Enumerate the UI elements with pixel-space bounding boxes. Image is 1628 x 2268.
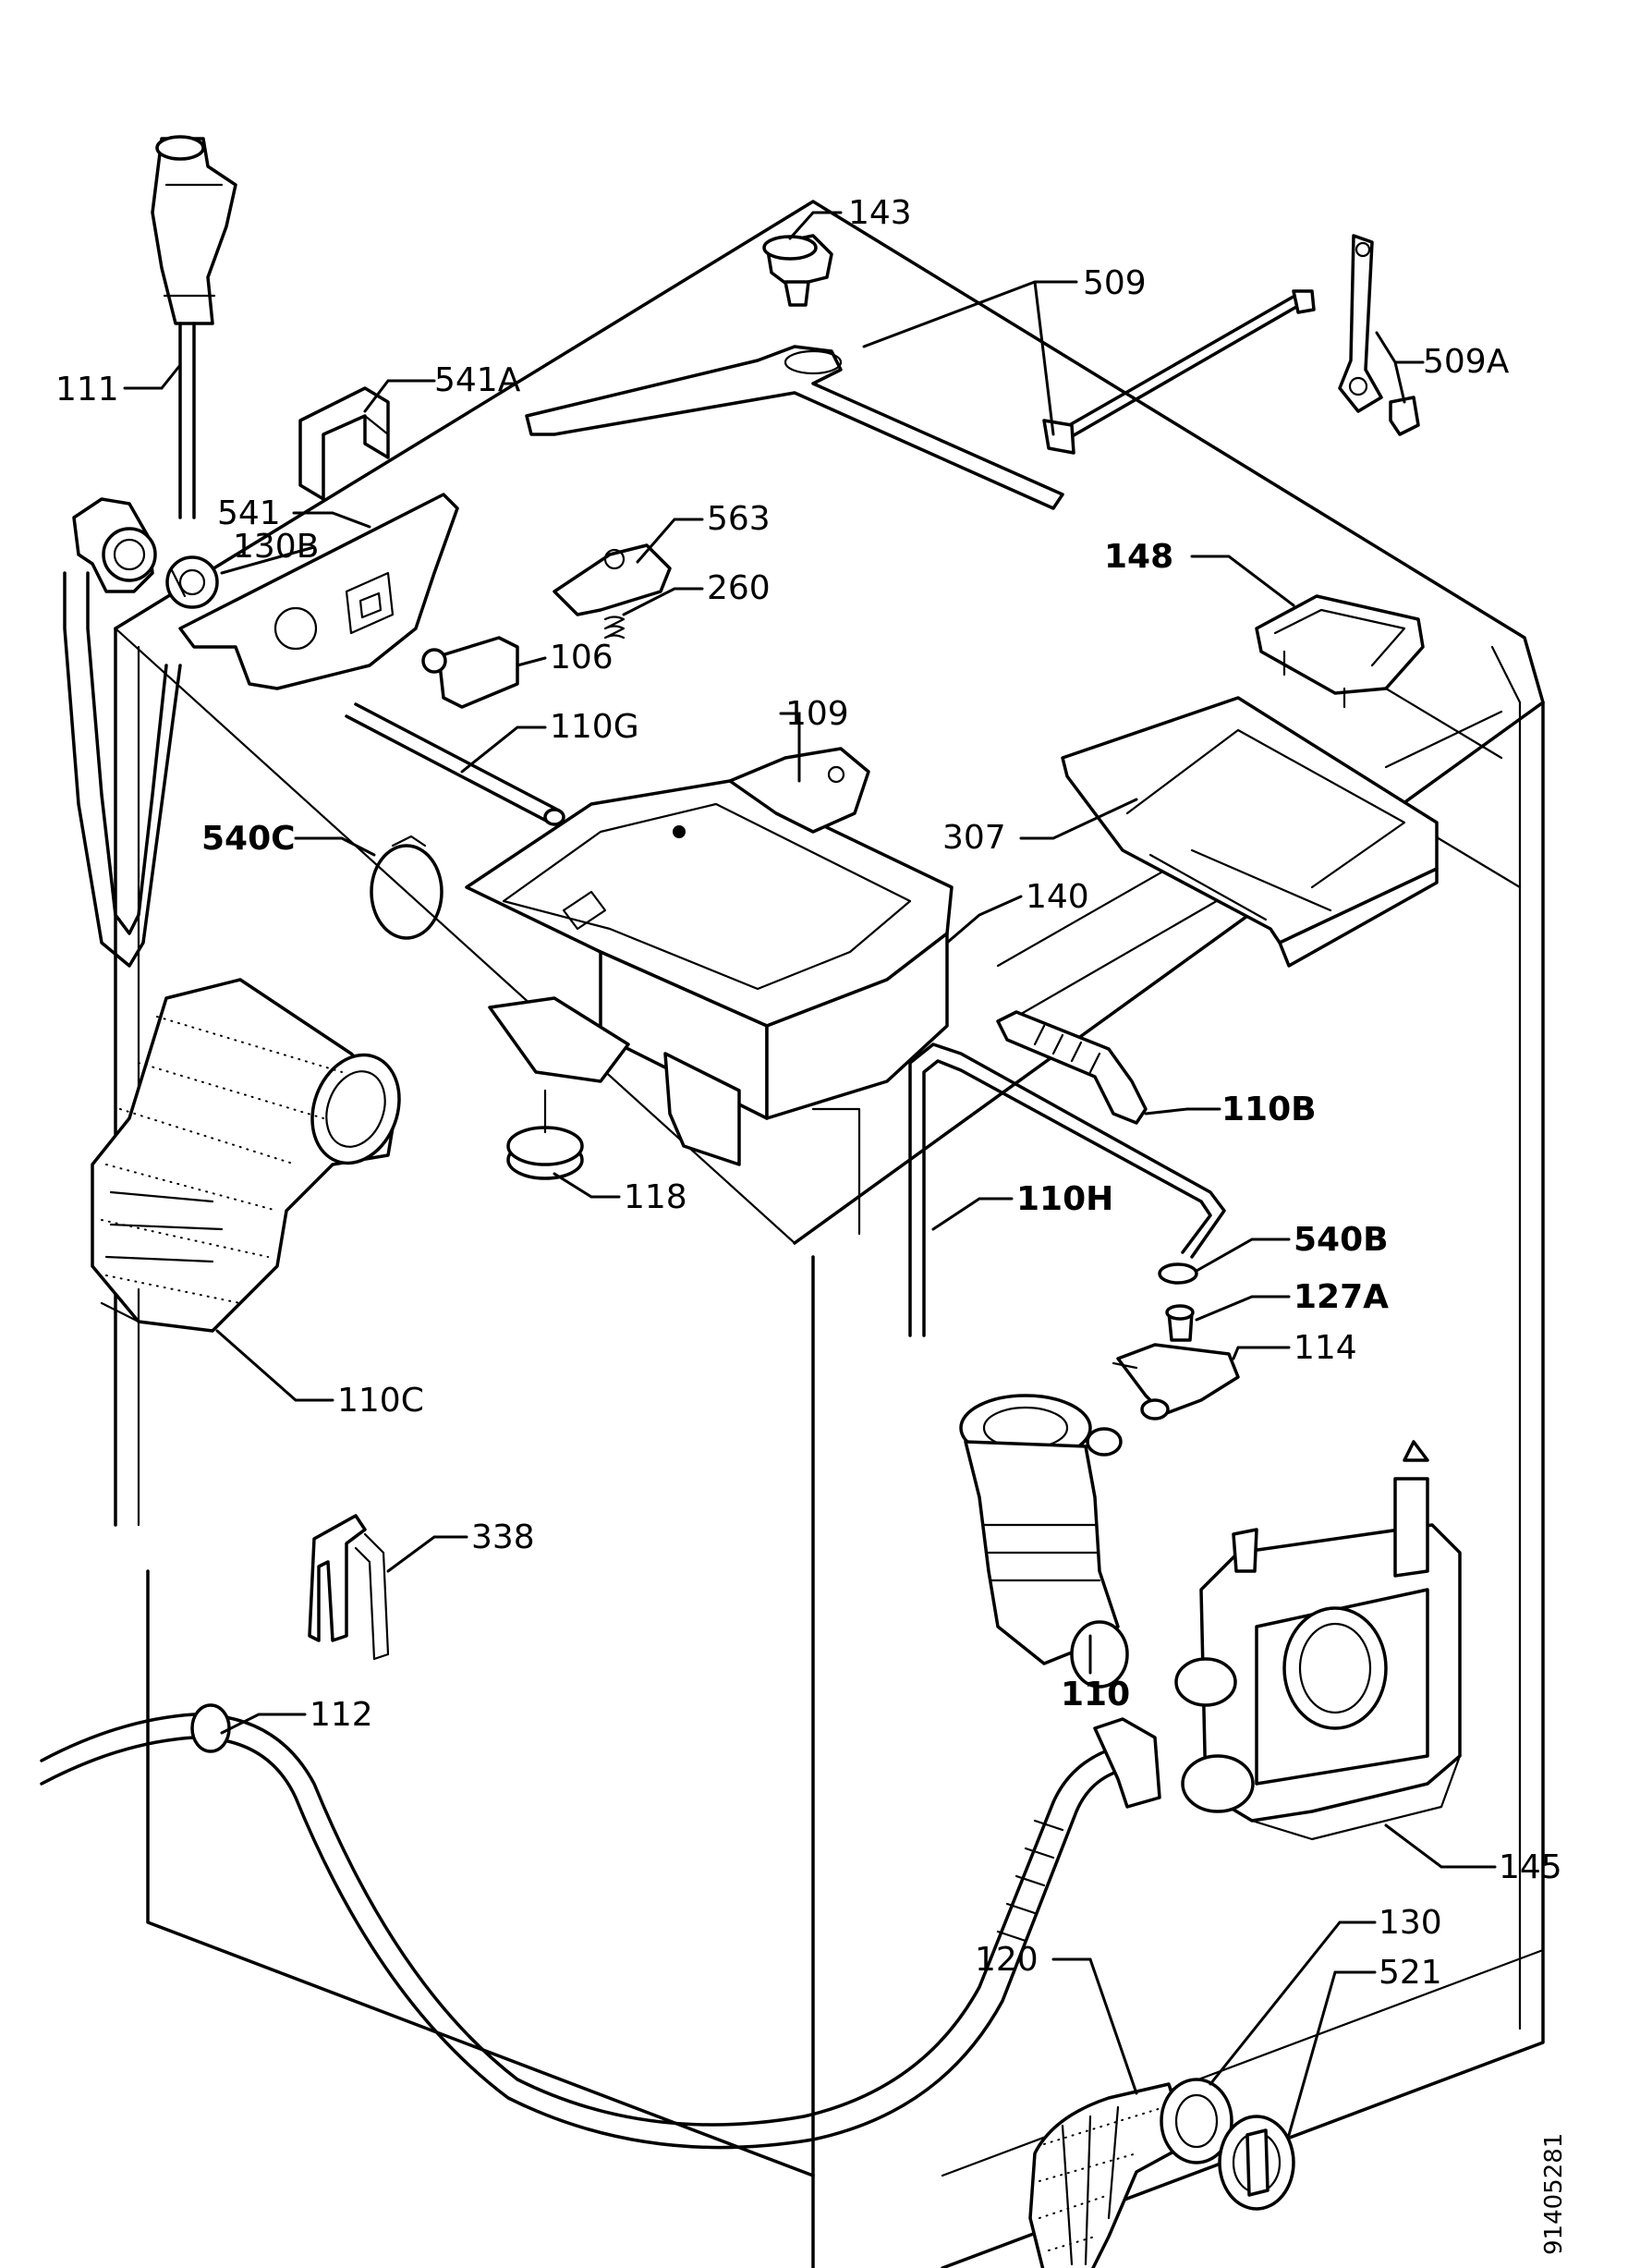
drain-hose-112 [40, 1703, 1161, 2150]
callout-307: 307 [942, 819, 1006, 857]
callout-145: 145 [1499, 1848, 1562, 1886]
callout-130b: 130B [233, 528, 319, 566]
callout-521: 521 [1379, 1954, 1442, 1992]
callout-148: 148 [1104, 538, 1173, 576]
callout-112: 112 [310, 1696, 373, 1734]
callout-541: 541 [217, 494, 281, 532]
inlet-elbow-hose [63, 497, 182, 968]
callout-111: 111 [55, 371, 119, 408]
clamp-130 [1160, 2078, 1233, 2164]
clip-541a [298, 386, 390, 501]
callout-509: 509 [1083, 264, 1147, 302]
switch-106 [421, 636, 519, 709]
wheel-118 [506, 1089, 584, 1180]
callout-541a: 541A [434, 361, 521, 399]
callout-509a: 509A [1423, 343, 1510, 381]
callout-130: 130 [1379, 1904, 1442, 1942]
drawing-number: 91405281 [1540, 2133, 1568, 2255]
callout-143: 143 [848, 194, 912, 232]
cam-563 [553, 543, 672, 616]
callout-110c: 110C [337, 1382, 424, 1420]
callout-540b: 540B [1294, 1221, 1389, 1259]
pump-housing-145 [1174, 1440, 1462, 1841]
sump-hose-120 [1028, 2082, 1189, 2268]
leader-lines [123, 211, 1497, 2137]
callout-labels: 111 541A 143 509 509A 541 130B 563 260 1… [55, 194, 1562, 1992]
clip-338 [308, 1514, 390, 1661]
arm-509a [1338, 234, 1420, 436]
tub-hose-110 [959, 1394, 1129, 1689]
bracket-541 [178, 493, 459, 690]
callout-110g: 110G [550, 708, 639, 746]
callout-563: 563 [707, 500, 771, 538]
clamp-540b [1158, 1262, 1198, 1285]
callout-540c: 540C [201, 820, 296, 858]
callout-110b: 110B [1221, 1091, 1317, 1128]
hose-110h [908, 1043, 1226, 1337]
seal-540c [370, 835, 443, 940]
hose-110g [345, 702, 565, 826]
callout-109: 109 [785, 695, 849, 733]
callout-120: 120 [975, 1941, 1039, 1979]
grommet-130b [165, 555, 219, 609]
callout-106: 106 [550, 639, 614, 677]
bellows-110c [91, 978, 401, 1333]
hose-110b [996, 1010, 1148, 1125]
knob-143 [762, 234, 833, 307]
callout-260: 260 [707, 569, 771, 607]
nozzle-127a [1165, 1304, 1195, 1342]
filter-cap-521 [1218, 2115, 1295, 2211]
callout-110: 110 [1061, 1676, 1130, 1713]
callout-127a: 127A [1294, 1278, 1389, 1316]
callout-118: 118 [624, 1178, 687, 1216]
drawer-307 [1061, 696, 1439, 968]
dispenser-housing-109 [465, 747, 954, 1166]
inlet-hose-111 [151, 135, 237, 519]
callout-140: 140 [1026, 878, 1089, 916]
callout-110h: 110H [1016, 1180, 1113, 1218]
handle-148 [1255, 594, 1425, 709]
pressure-switch-114 [1112, 1343, 1240, 1421]
callout-114: 114 [1294, 1329, 1357, 1367]
lever-509 [525, 289, 1316, 510]
spring-260 [603, 616, 626, 640]
callout-338: 338 [471, 1518, 535, 1556]
